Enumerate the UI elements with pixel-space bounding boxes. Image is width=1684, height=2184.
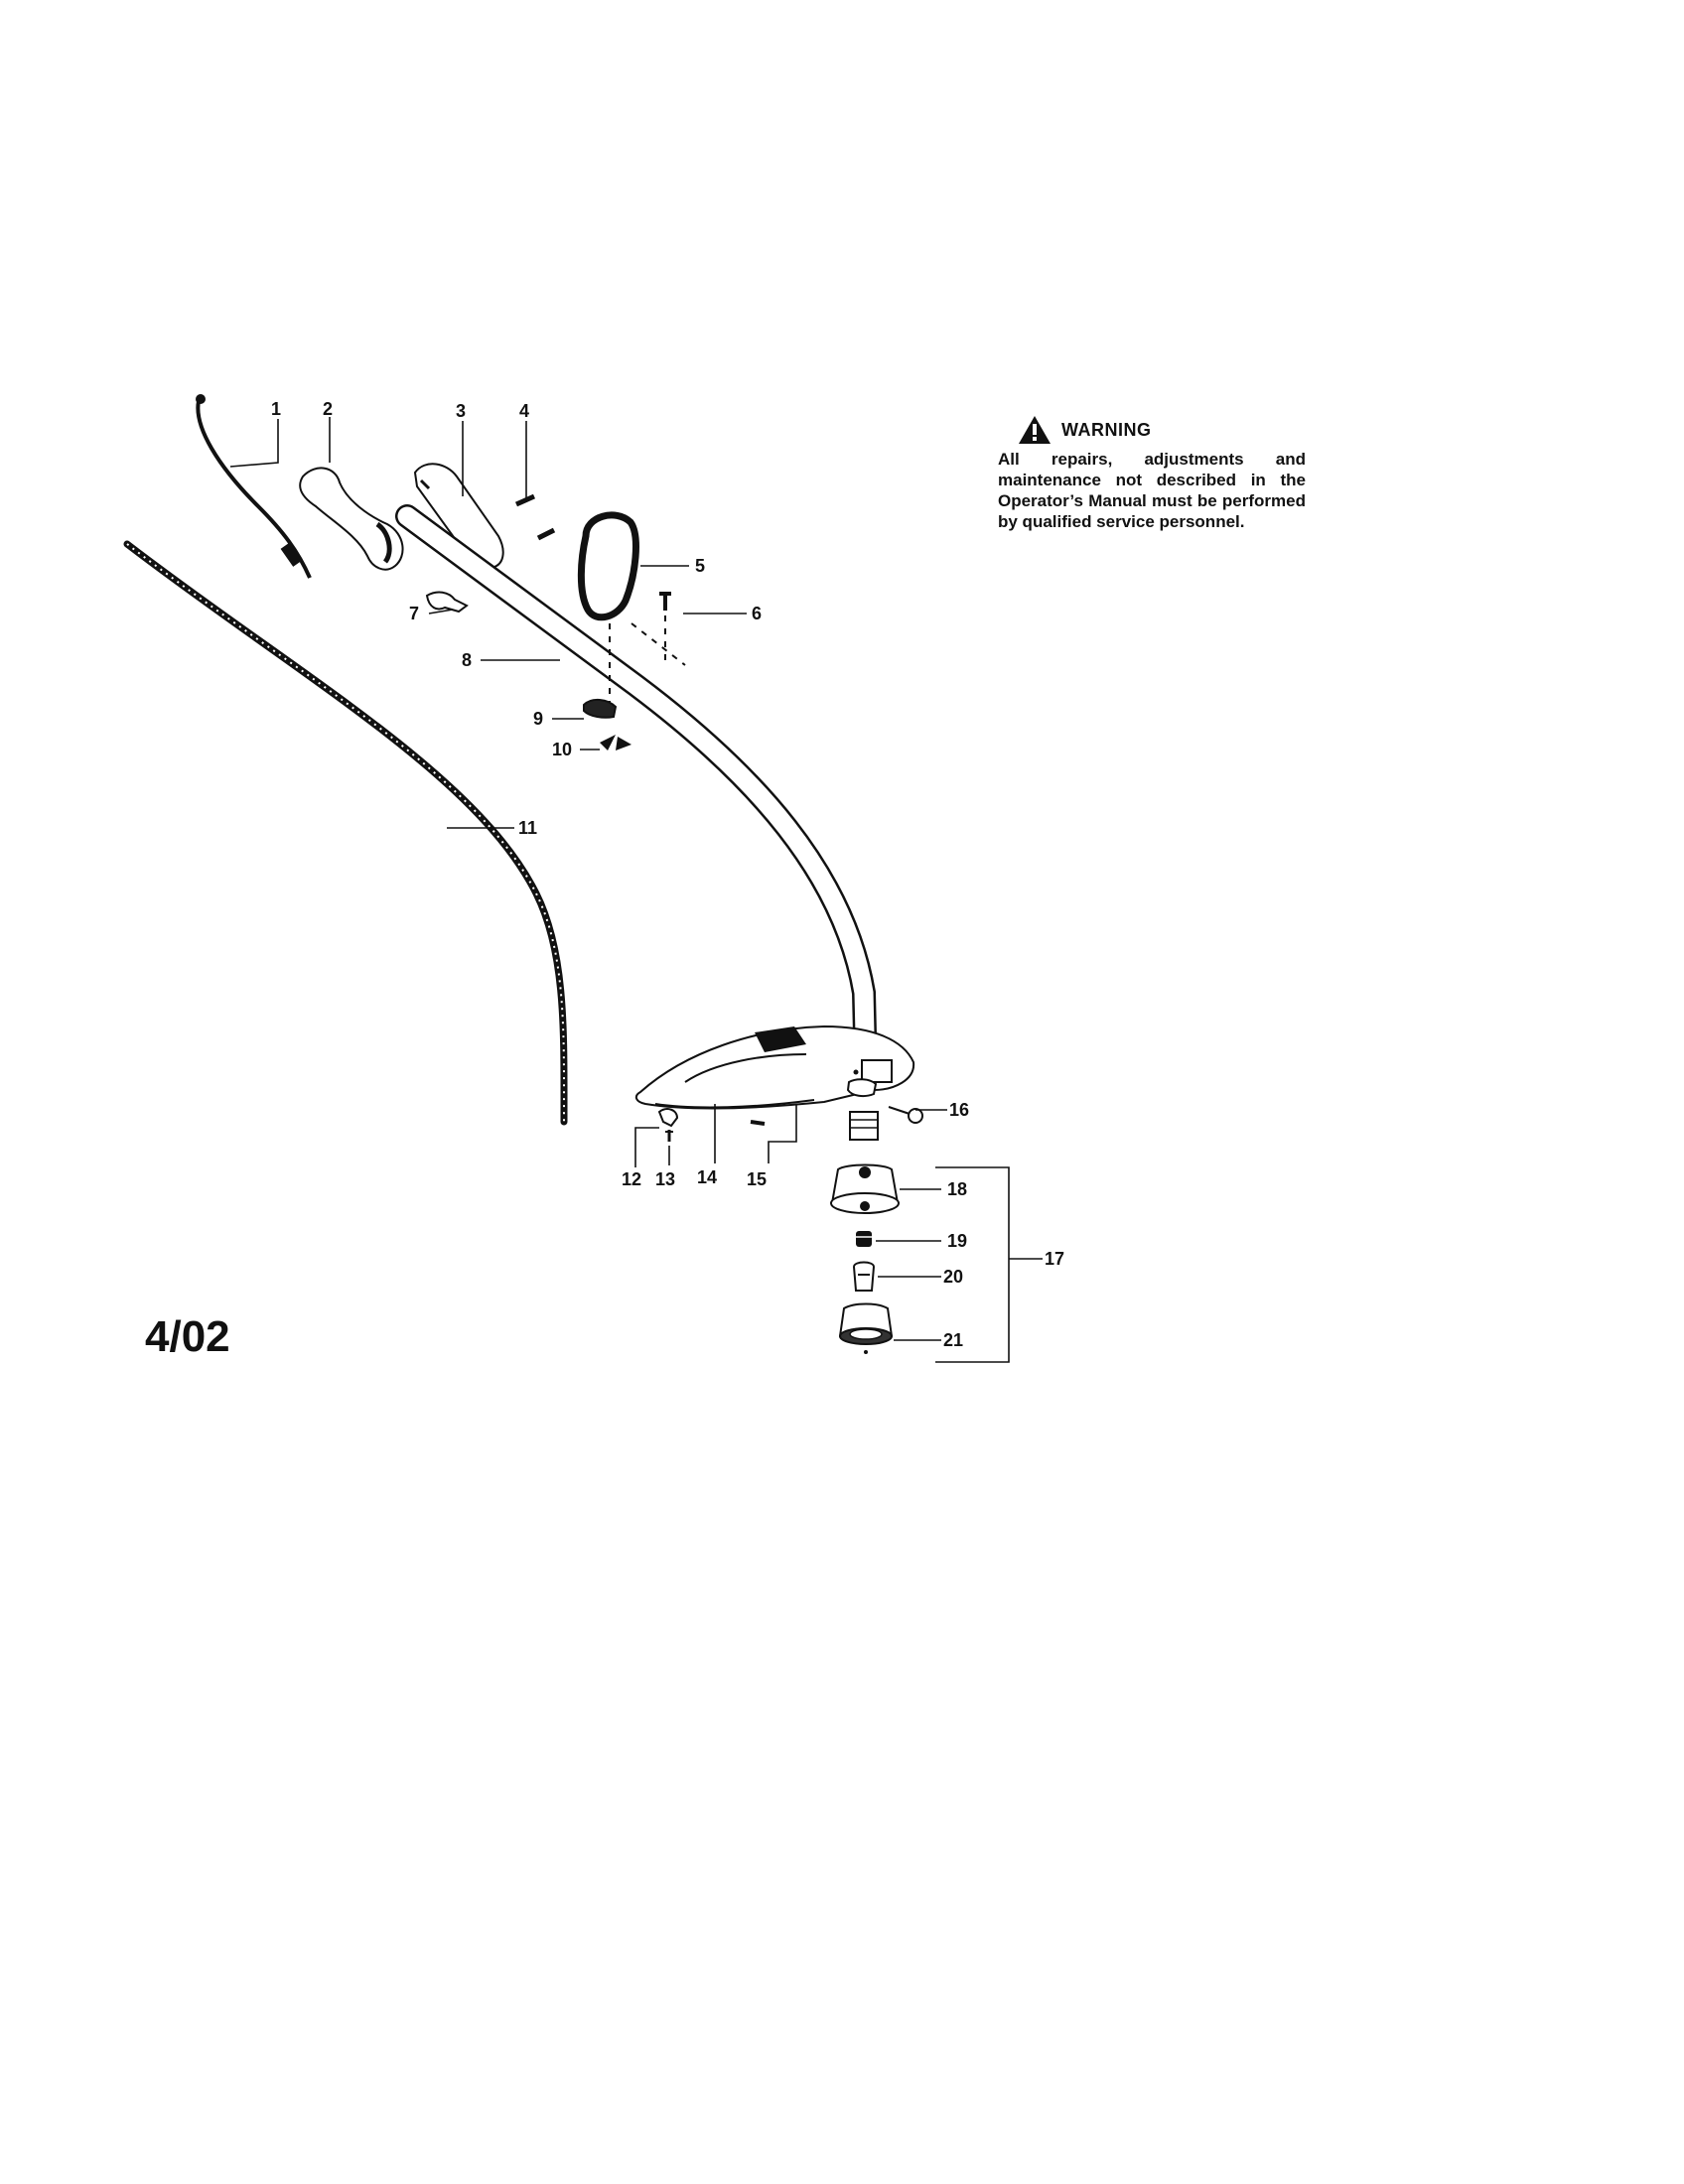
clip-part-7 — [425, 591, 469, 614]
loop-handle-part — [577, 511, 639, 621]
callout-7: 7 — [409, 604, 419, 623]
callout-10: 10 — [552, 740, 572, 759]
callout-12: 12 — [622, 1169, 641, 1189]
callout-3: 3 — [456, 401, 466, 421]
bump-knob-part — [838, 1302, 894, 1354]
callout-17: 17 — [1045, 1249, 1064, 1269]
callout-16: 16 — [949, 1100, 969, 1120]
callout-20: 20 — [943, 1267, 963, 1287]
warning-text: All repairs, adjustments and maintenance… — [998, 450, 1306, 531]
callout-5: 5 — [695, 556, 705, 576]
warning-header: WARNING — [1018, 415, 1306, 445]
warning-notice: WARNING All repairs, adjustments and mai… — [998, 415, 1306, 532]
warning-triangle-icon — [1019, 416, 1051, 444]
callout-18: 18 — [947, 1179, 967, 1199]
spool-part — [852, 1261, 876, 1292]
drive-cable-part — [123, 540, 568, 1126]
callout-14: 14 — [697, 1167, 717, 1187]
date-code: 4/02 — [145, 1312, 230, 1361]
guard-part — [634, 1024, 915, 1110]
fastener-part-12 — [657, 1108, 679, 1128]
shaft-end-part — [849, 1069, 879, 1141]
callout-21: 21 — [943, 1330, 963, 1350]
callout-13: 13 — [655, 1169, 675, 1189]
wing-nut-part — [600, 735, 632, 751]
callout-labels: 1 2 3 4 5 6 7 8 9 10 11 12 13 14 15 16 1… — [271, 399, 1064, 1350]
assembly-dashed-lines — [609, 615, 686, 703]
callout-8: 8 — [462, 650, 472, 670]
fastener-part-13 — [665, 1130, 673, 1142]
spring-part — [856, 1231, 872, 1247]
callout-11: 11 — [518, 818, 537, 838]
leader-lines — [229, 417, 1043, 1363]
screws-part-4 — [514, 493, 556, 541]
trimmer-head-cover-part — [830, 1163, 900, 1214]
callout-6: 6 — [752, 604, 762, 623]
callout-4: 4 — [519, 401, 529, 421]
screw-part-15 — [750, 1120, 766, 1126]
shaft-tube-part — [395, 504, 878, 1089]
callout-19: 19 — [947, 1231, 967, 1251]
throttle-cable-part — [196, 394, 312, 579]
callout-2: 2 — [323, 399, 333, 419]
warning-title: WARNING — [1061, 419, 1152, 440]
clamp-screw-part — [846, 1078, 923, 1124]
screw-part-6 — [659, 592, 671, 611]
grip-handle-part — [299, 467, 404, 571]
callout-9: 9 — [533, 709, 543, 729]
clamp-part-9 — [583, 699, 618, 719]
callout-1: 1 — [271, 399, 281, 419]
callout-15: 15 — [747, 1169, 767, 1189]
